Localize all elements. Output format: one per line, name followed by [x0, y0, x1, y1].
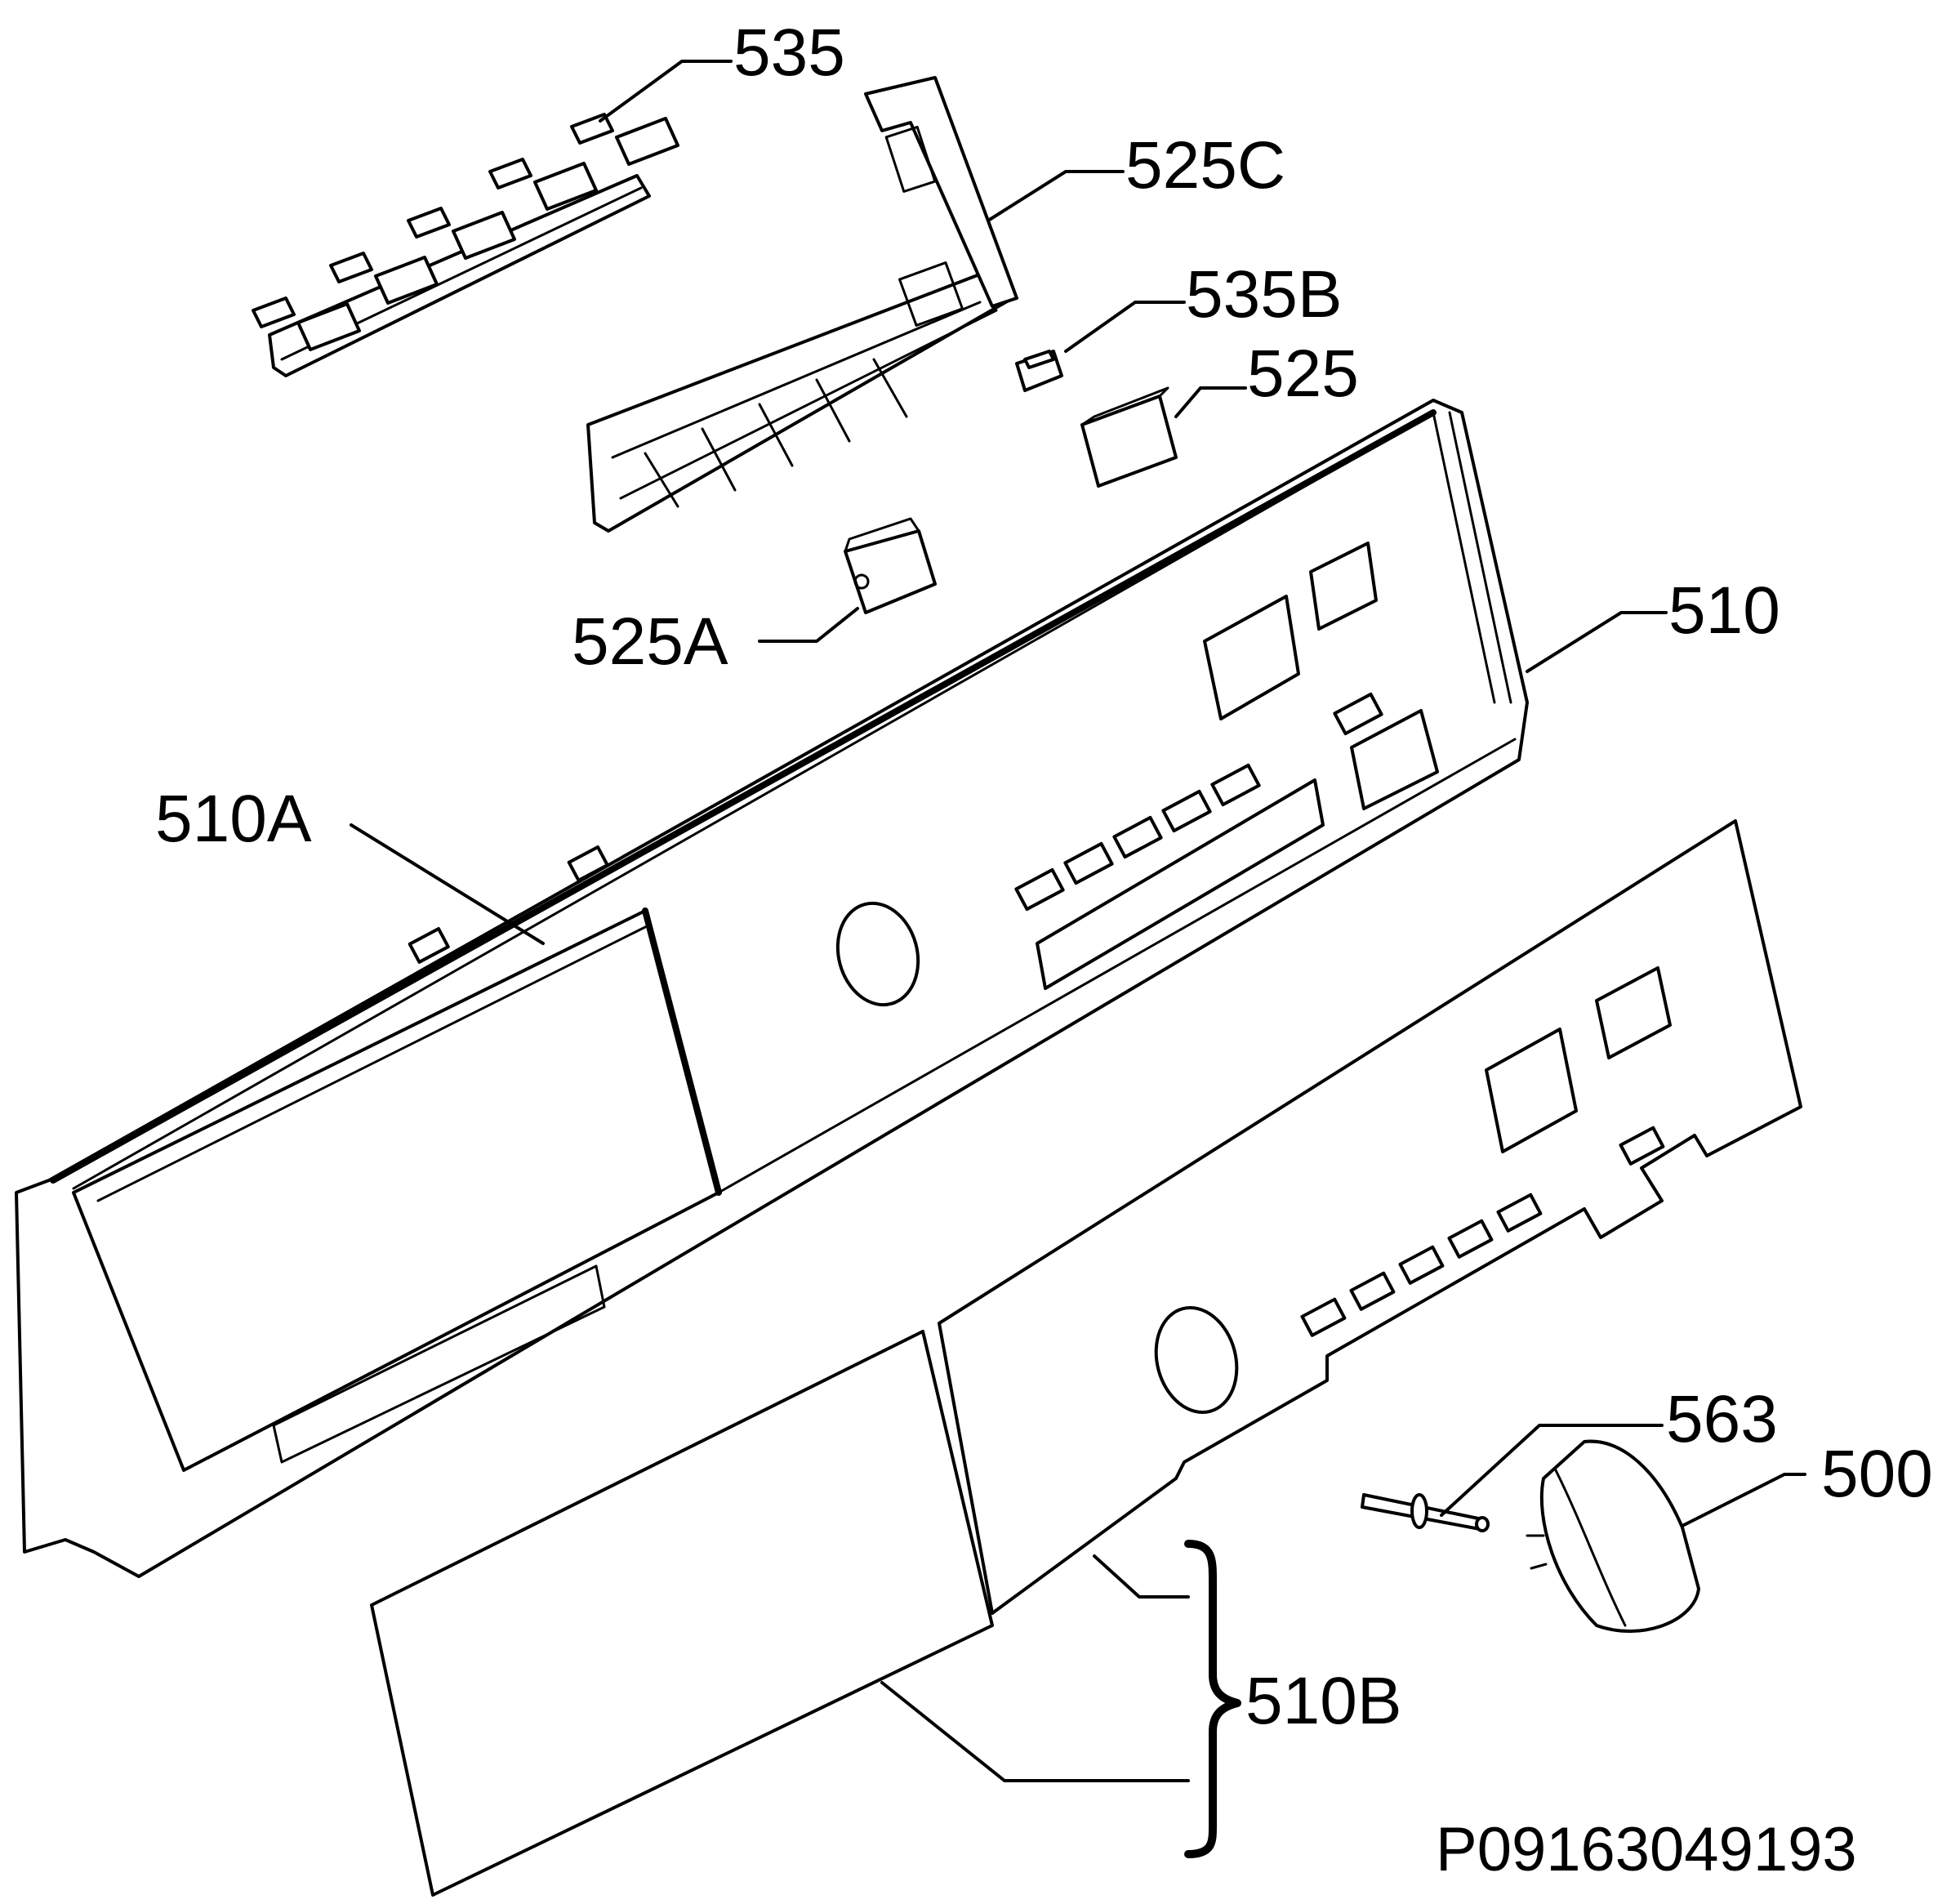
callout-535B: 535B — [1186, 257, 1343, 332]
part-525-display-cover — [1080, 386, 1178, 488]
callout-510A: 510A — [155, 782, 312, 856]
leader-525C — [987, 170, 1125, 222]
leader-535 — [599, 60, 733, 123]
part-525A-cover — [844, 517, 937, 614]
callout-525C: 525C — [1125, 128, 1285, 203]
leader-510A — [350, 823, 545, 945]
leader-510B-upper — [1093, 1554, 1190, 1599]
part-510B-brace — [1184, 1540, 1241, 1858]
callout-535: 535 — [733, 16, 845, 90]
leader-535B — [1064, 301, 1186, 353]
callout-525: 525 — [1247, 337, 1359, 411]
callout-510B: 510B — [1245, 1664, 1402, 1738]
leader-563 — [1440, 1424, 1664, 1517]
part-510-control-panel — [15, 399, 1529, 1578]
callout-500: 500 — [1821, 1437, 1933, 1511]
part-535B-clip — [1015, 350, 1063, 392]
part-563-pin — [1361, 1493, 1490, 1532]
leader-500 — [1681, 1473, 1806, 1527]
document-number: P09163049193 — [1436, 1815, 1857, 1884]
leader-525 — [1174, 386, 1247, 418]
part-535-switch-strip — [252, 113, 679, 377]
callout-563: 563 — [1666, 1382, 1778, 1456]
leader-510 — [1526, 611, 1668, 673]
callout-labels: 535 525C 535B 525 510 525A 510A 563 500 … — [155, 16, 1933, 1738]
callout-525A: 525A — [572, 604, 728, 679]
leader-510B-lower — [880, 1681, 1190, 1782]
leader-525A — [758, 607, 859, 643]
callout-510: 510 — [1668, 573, 1780, 648]
part-510B-decor-panels — [370, 819, 1802, 1897]
part-525C-pcb-frame — [586, 76, 1018, 533]
part-500-knob — [1526, 1439, 1700, 1634]
leader-lines — [350, 60, 1806, 1782]
